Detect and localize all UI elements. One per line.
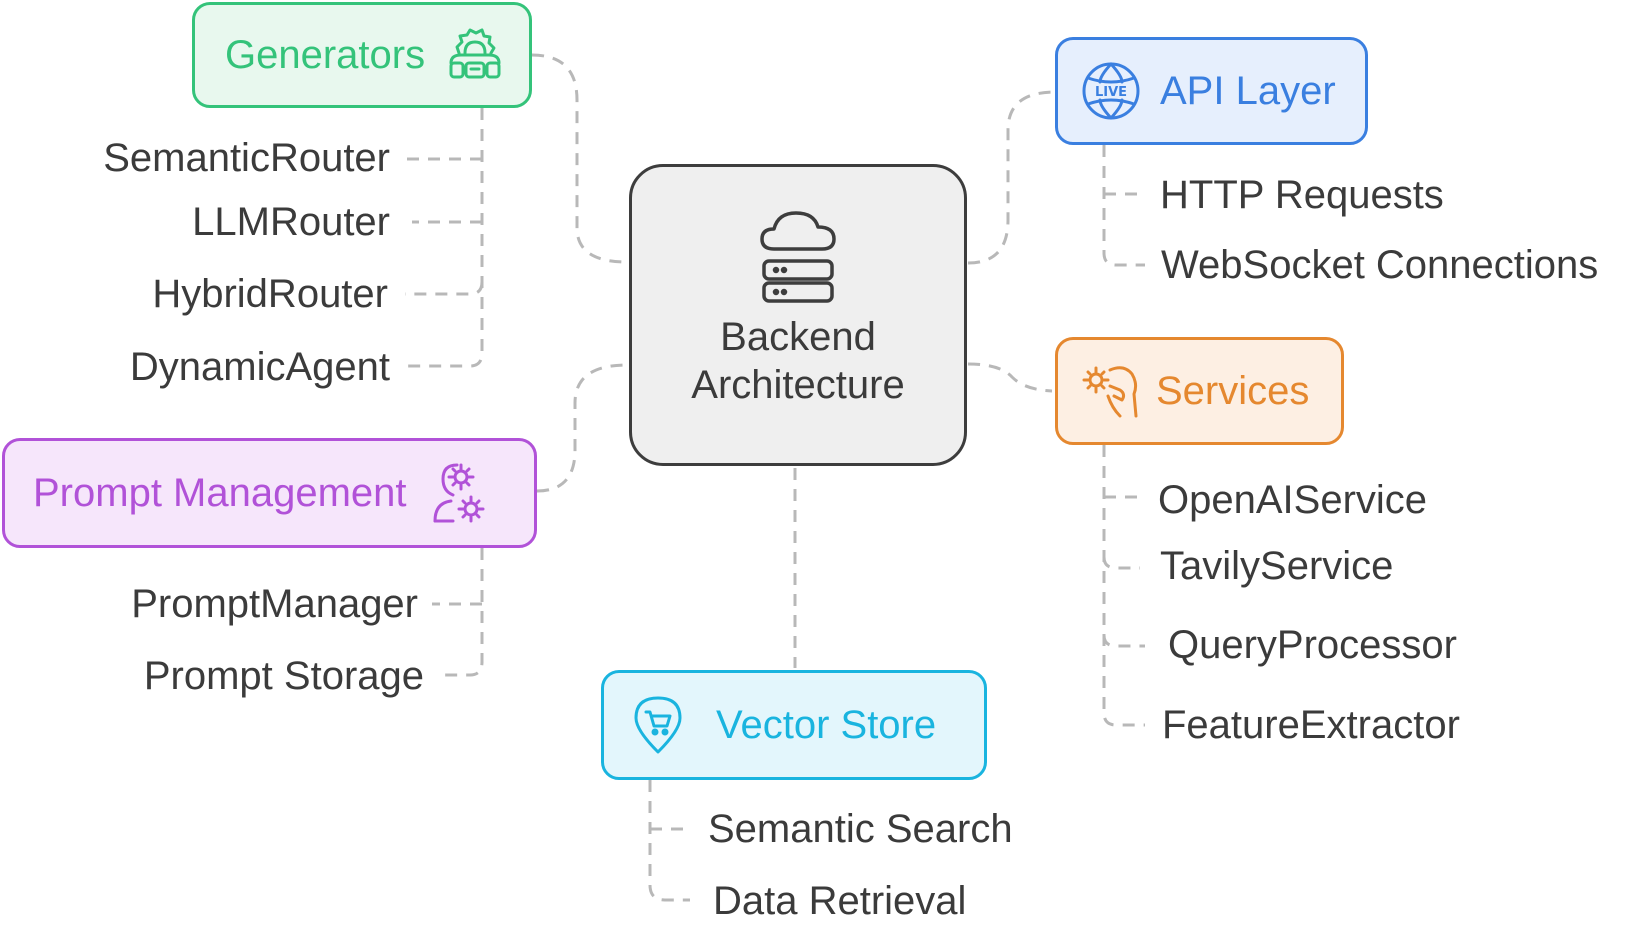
list-item: DynamicAgent [129,345,390,389]
services-label: Services [1156,368,1310,413]
svg-text:LIVE: LIVE [1095,85,1127,100]
generators-node: Generators [192,2,532,108]
list-item: Semantic Search [708,807,1013,851]
backend-architecture-node: Backend Architecture [629,164,967,466]
api-layer-node: LIVE API Layer [1055,37,1368,145]
location-cart-icon [632,694,684,756]
list-item: WebSocket Connections [1161,243,1599,287]
vector-store-label: Vector Store [716,702,937,747]
list-item: TavilyService [1160,544,1394,588]
list-item: Prompt Storage [143,654,424,698]
list-item: HTTP Requests [1160,173,1444,217]
list-item: Data Retrieval [713,879,967,923]
center-title: Backend Architecture [691,313,904,409]
list-item: SemanticRouter [103,136,390,180]
list-item: QueryProcessor [1168,623,1457,667]
api-layer-label: API Layer [1160,68,1336,113]
list-item: FeatureExtractor [1162,703,1460,747]
center-title-line1: Backend [720,315,876,359]
cloud-server-icon [760,209,836,305]
list-item: PromptManager [131,582,418,626]
person-gear-icon [431,461,489,525]
services-node: Services [1055,337,1344,445]
list-item: OpenAIService [1158,478,1428,522]
center-title-line2: Architecture [691,363,905,407]
live-globe-icon: LIVE [1080,60,1142,122]
vector-store-node: Vector Store [601,670,987,780]
generators-label: Generators [225,32,426,77]
list-item: LLMRouter [192,200,390,244]
hand-gear-icon [1080,362,1142,420]
list-item: HybridRouter [152,272,388,316]
prompt-management-label: Prompt Management [33,470,407,515]
prompt-management-node: Prompt Management [2,438,537,548]
robot-gear-icon [445,27,505,83]
